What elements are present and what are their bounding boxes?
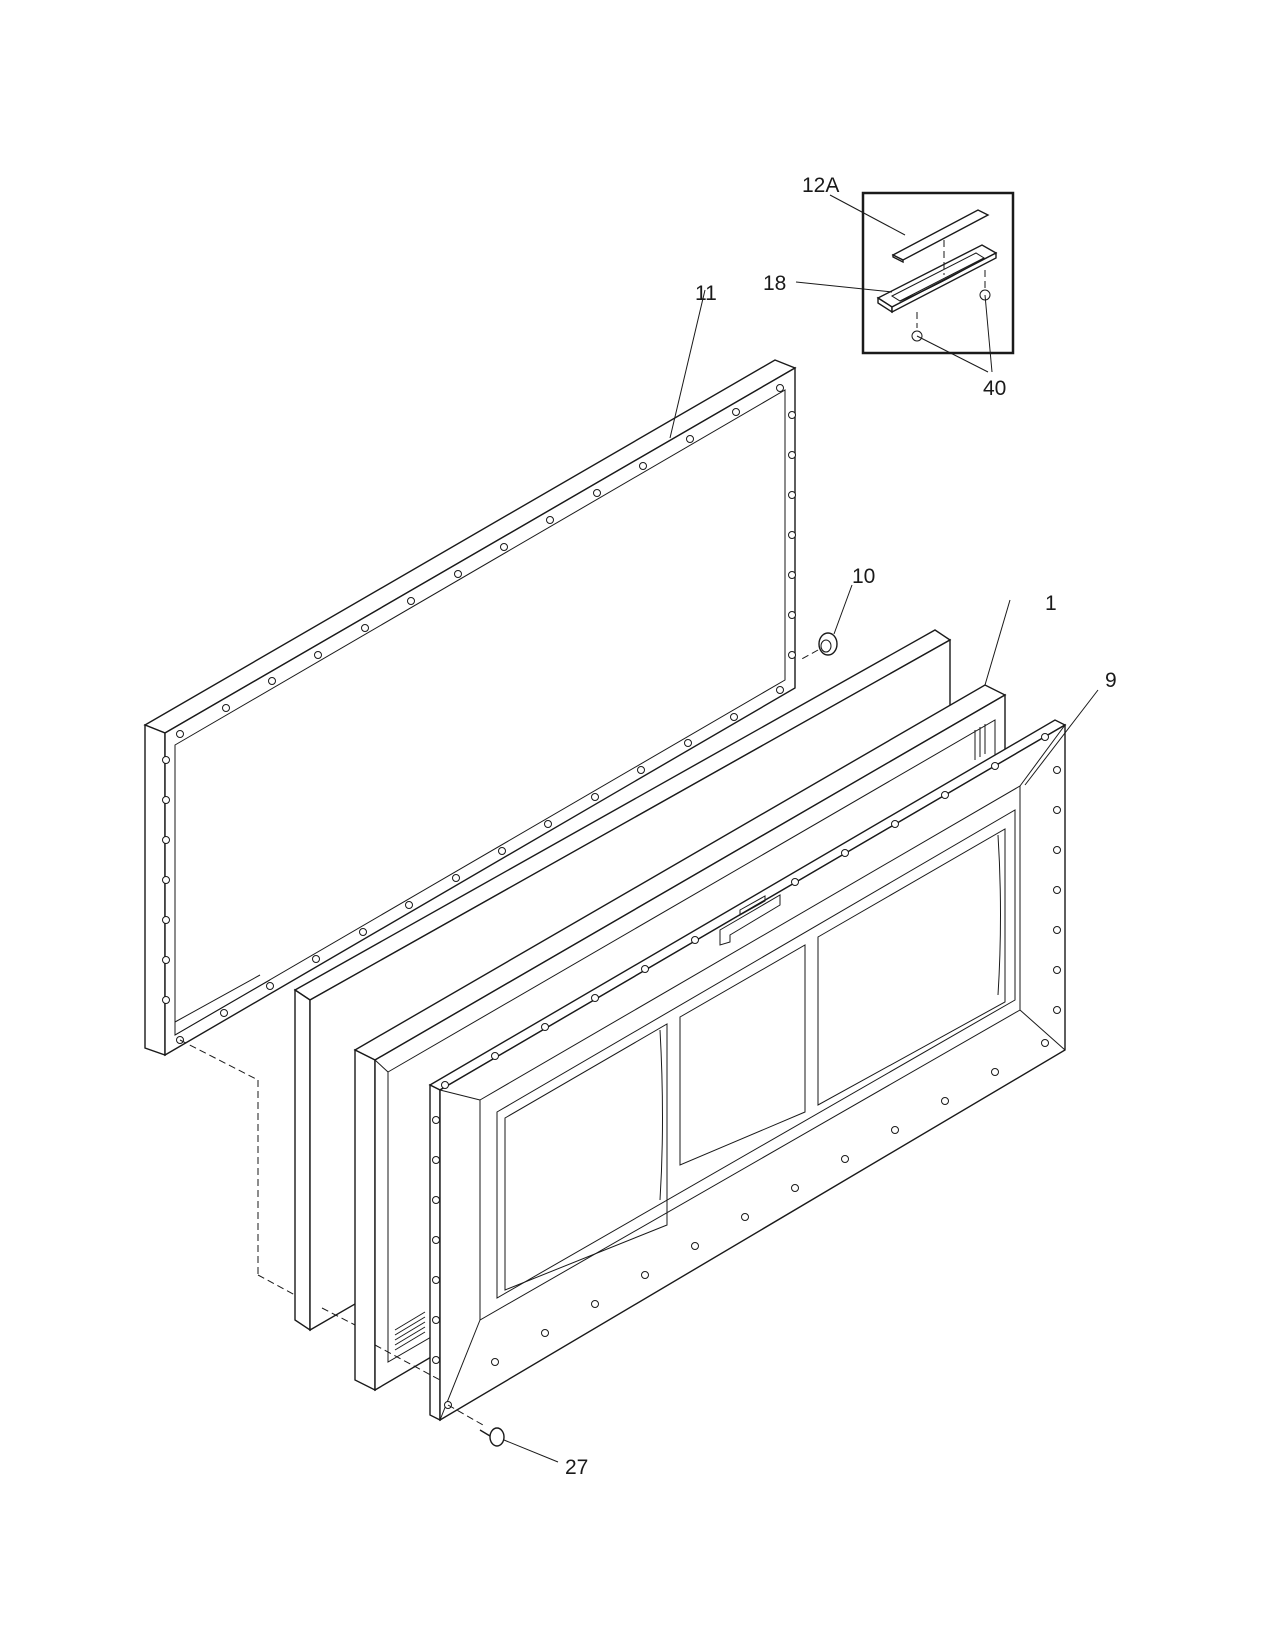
liner-vents [394, 724, 986, 1351]
part-9-door-panel [428, 689, 1099, 1422]
part-11-frame [143, 289, 797, 1057]
callout-10: 10 [852, 565, 875, 588]
handle-18 [876, 244, 998, 314]
callout-18: 18 [763, 272, 786, 295]
callout-12A: 12A [802, 174, 839, 197]
handle-recess [719, 894, 781, 946]
callout-27: 27 [565, 1456, 588, 1479]
door-window-panes [504, 828, 1006, 1291]
part-27-screw [479, 1427, 559, 1463]
callout-11: 11 [695, 282, 717, 305]
part-10-bumper [799, 584, 853, 661]
callout-1: 1 [1045, 592, 1057, 615]
part-11-holes [162, 384, 796, 1044]
part-9-holes [432, 733, 1061, 1409]
callout-40: 40 [983, 377, 1006, 400]
handle-detail-inset [795, 191, 1015, 373]
callout-9: 9 [1105, 669, 1117, 692]
